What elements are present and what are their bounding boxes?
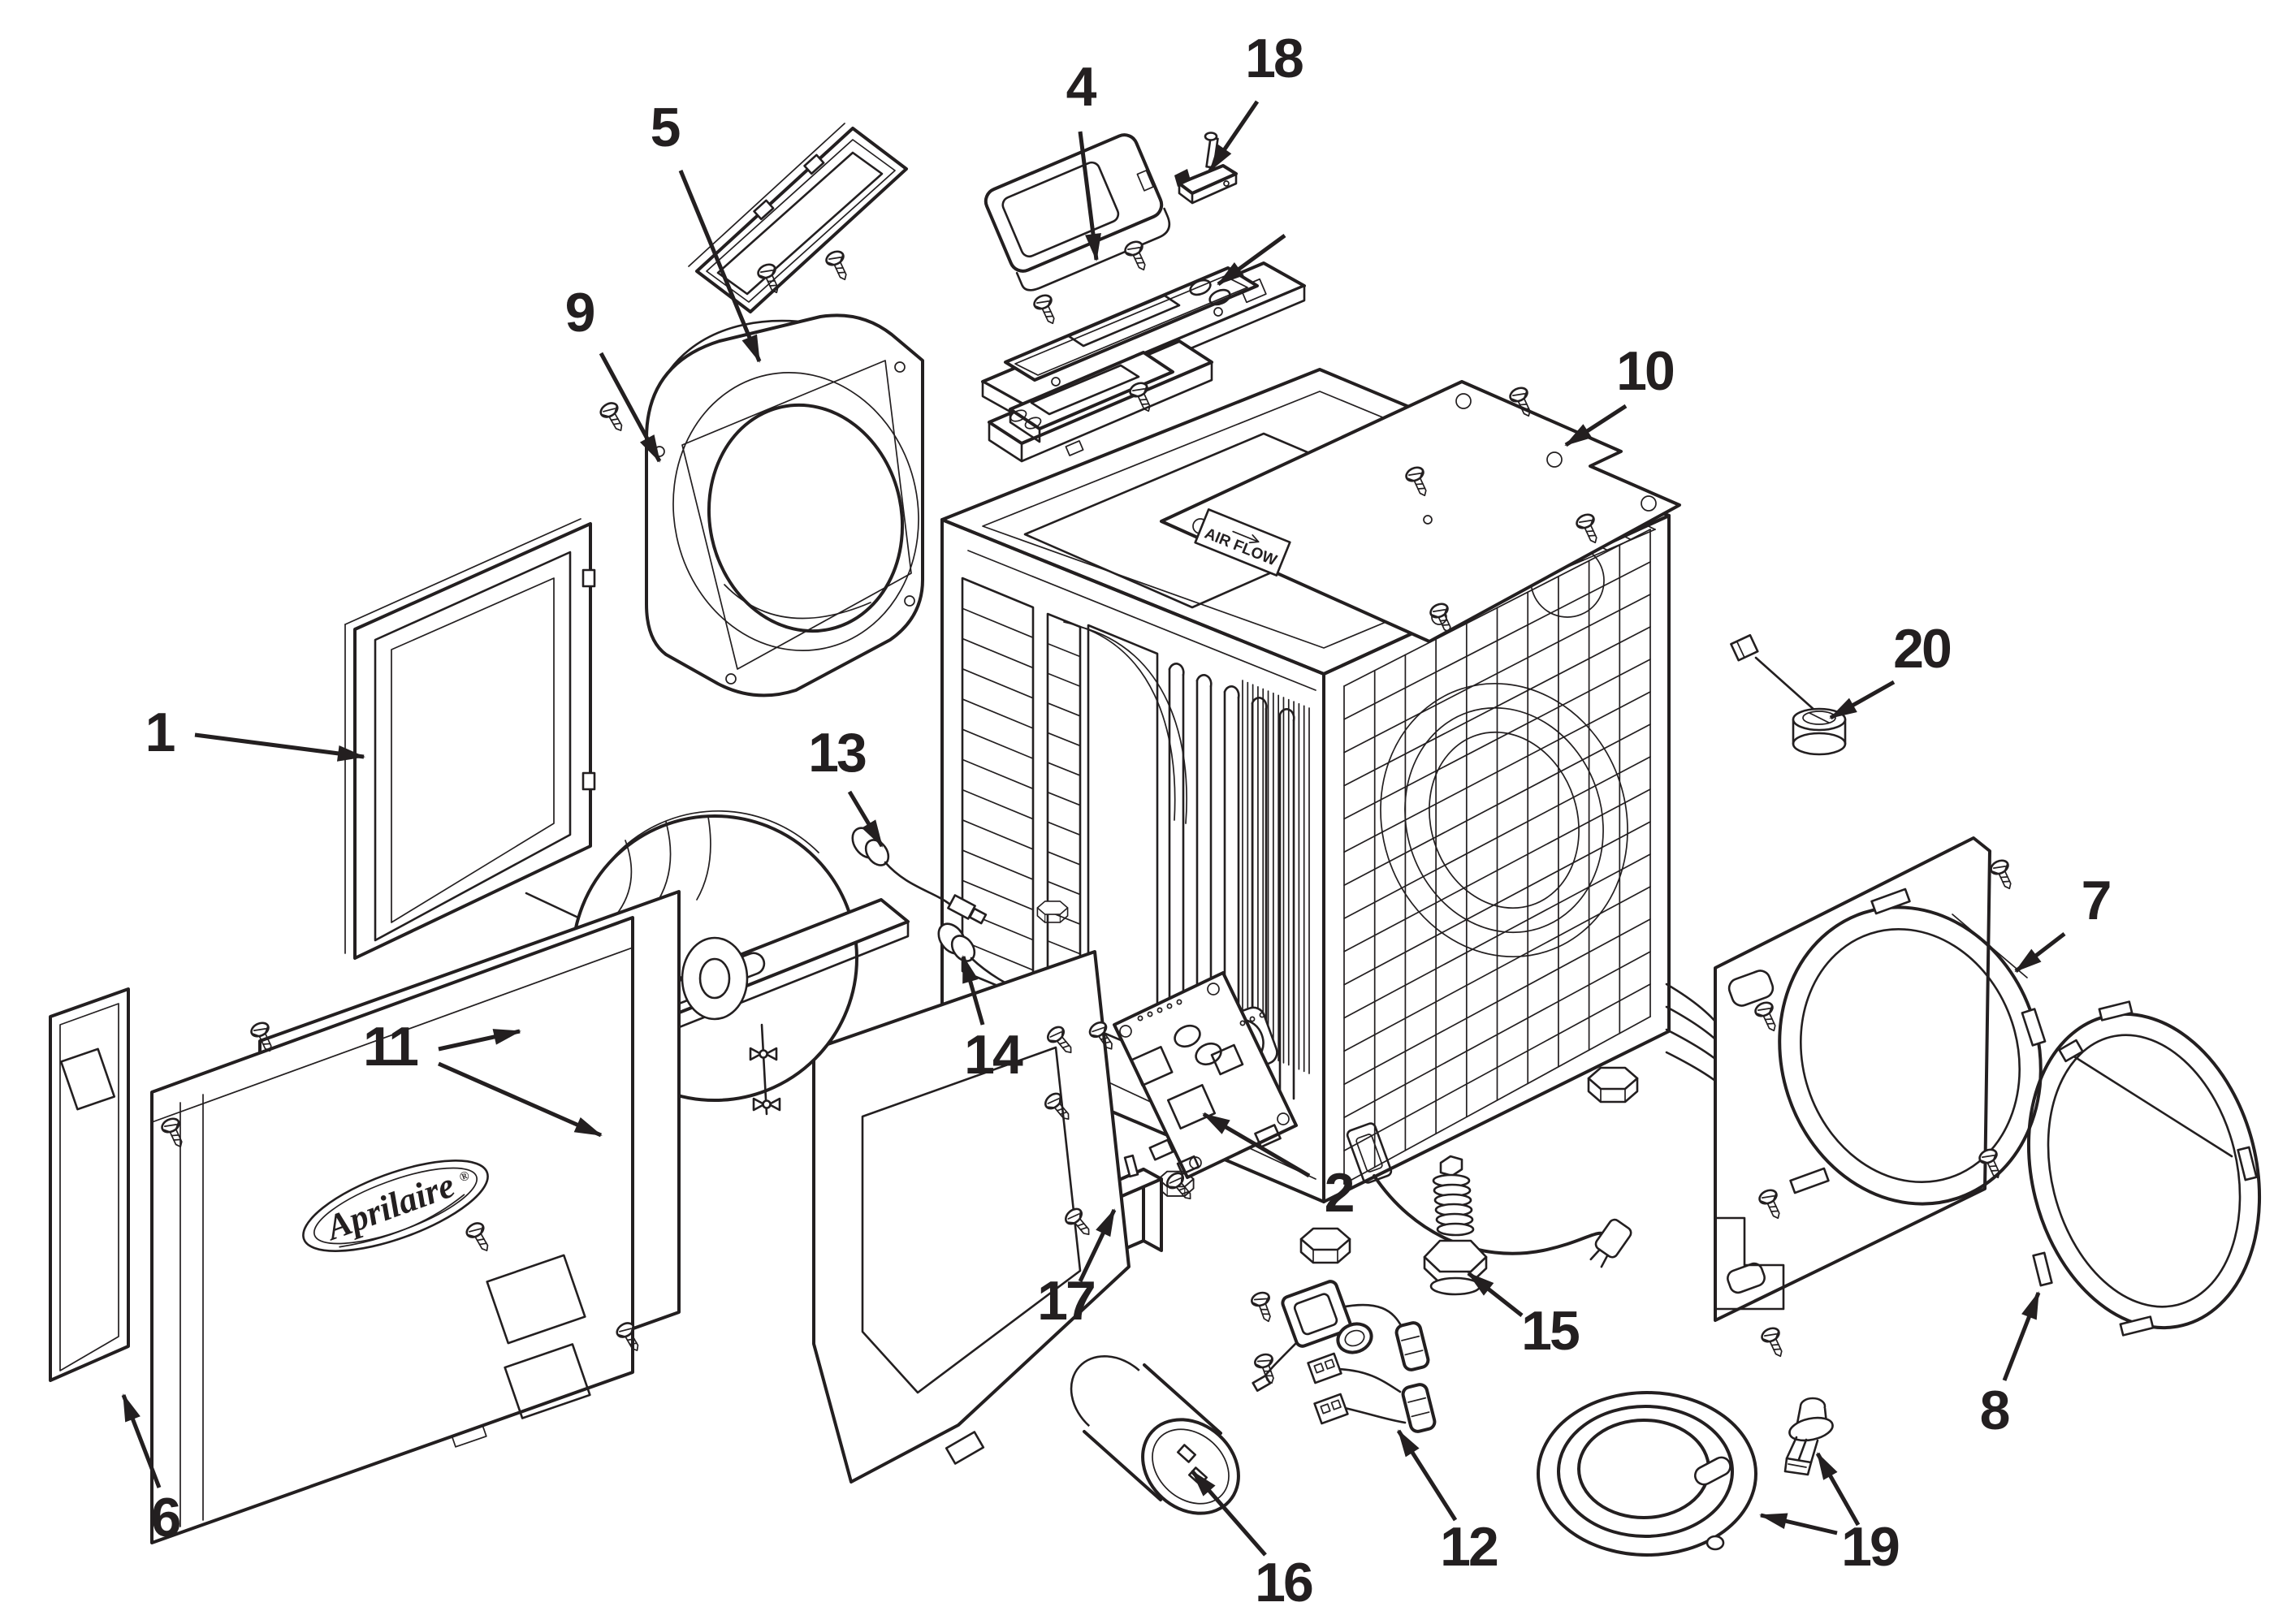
callout-20: 20 [1893, 618, 1951, 680]
harness-plug [1401, 1383, 1437, 1433]
partition-panel [812, 950, 1131, 1484]
display-window [1067, 294, 1181, 348]
part-10-top-cover: AIR FLOW [1160, 380, 1681, 643]
part-8-retainer-ring [2026, 1000, 2262, 1337]
callout-14: 14 [964, 1024, 1023, 1086]
power-plug [1589, 1218, 1632, 1268]
part-2-circuit-board [1113, 971, 1298, 1179]
part-1-filter-frame [344, 518, 596, 960]
power-switch [1346, 1122, 1393, 1184]
control-panel-assembly [981, 261, 1306, 463]
louver-slats [962, 607, 1081, 985]
callout-15: 15 [1521, 1300, 1579, 1362]
callout-11: 11 [363, 1016, 417, 1078]
button [1189, 279, 1212, 296]
callout-1: 1 [145, 702, 175, 763]
callout-13: 13 [808, 722, 866, 784]
part-12-wiring-harness [1252, 1280, 1437, 1433]
button [1208, 288, 1231, 306]
part-7-fan-shroud [1714, 836, 2047, 1322]
rocker-switch [1281, 1280, 1352, 1348]
air-flow-label: AIR FLOW [1194, 508, 1291, 577]
callout-2: 2 [1325, 1162, 1354, 1224]
callout-6: 6 [151, 1487, 180, 1548]
registered-mark: ® [457, 1168, 471, 1185]
callout-18: 18 [1245, 28, 1303, 89]
part-18-sensor [1174, 132, 1238, 205]
power-cord [1373, 1174, 1606, 1255]
callout-17: 17 [1037, 1270, 1094, 1332]
callout-19: 19 [1841, 1516, 1899, 1578]
callout-10: 10 [1616, 340, 1674, 402]
callout-4: 4 [1066, 56, 1097, 118]
callout-16: 16 [1255, 1552, 1312, 1613]
right-grille [1343, 529, 1651, 1185]
callout-9: 9 [565, 282, 594, 343]
callout-7: 7 [2082, 870, 2110, 931]
part-6-side-strip [49, 987, 130, 1382]
outer-front-panel: Aprilaire ® [150, 916, 634, 1544]
callout-12: 12 [1440, 1516, 1498, 1578]
callout-5: 5 [651, 97, 680, 158]
part-9-fan-inlet-housing [645, 313, 924, 698]
harness-plug [1394, 1321, 1430, 1371]
callout-8: 8 [1980, 1380, 2009, 1441]
part-19-drain-hose [1537, 1391, 1834, 1557]
hose-fitting [1783, 1397, 1834, 1476]
